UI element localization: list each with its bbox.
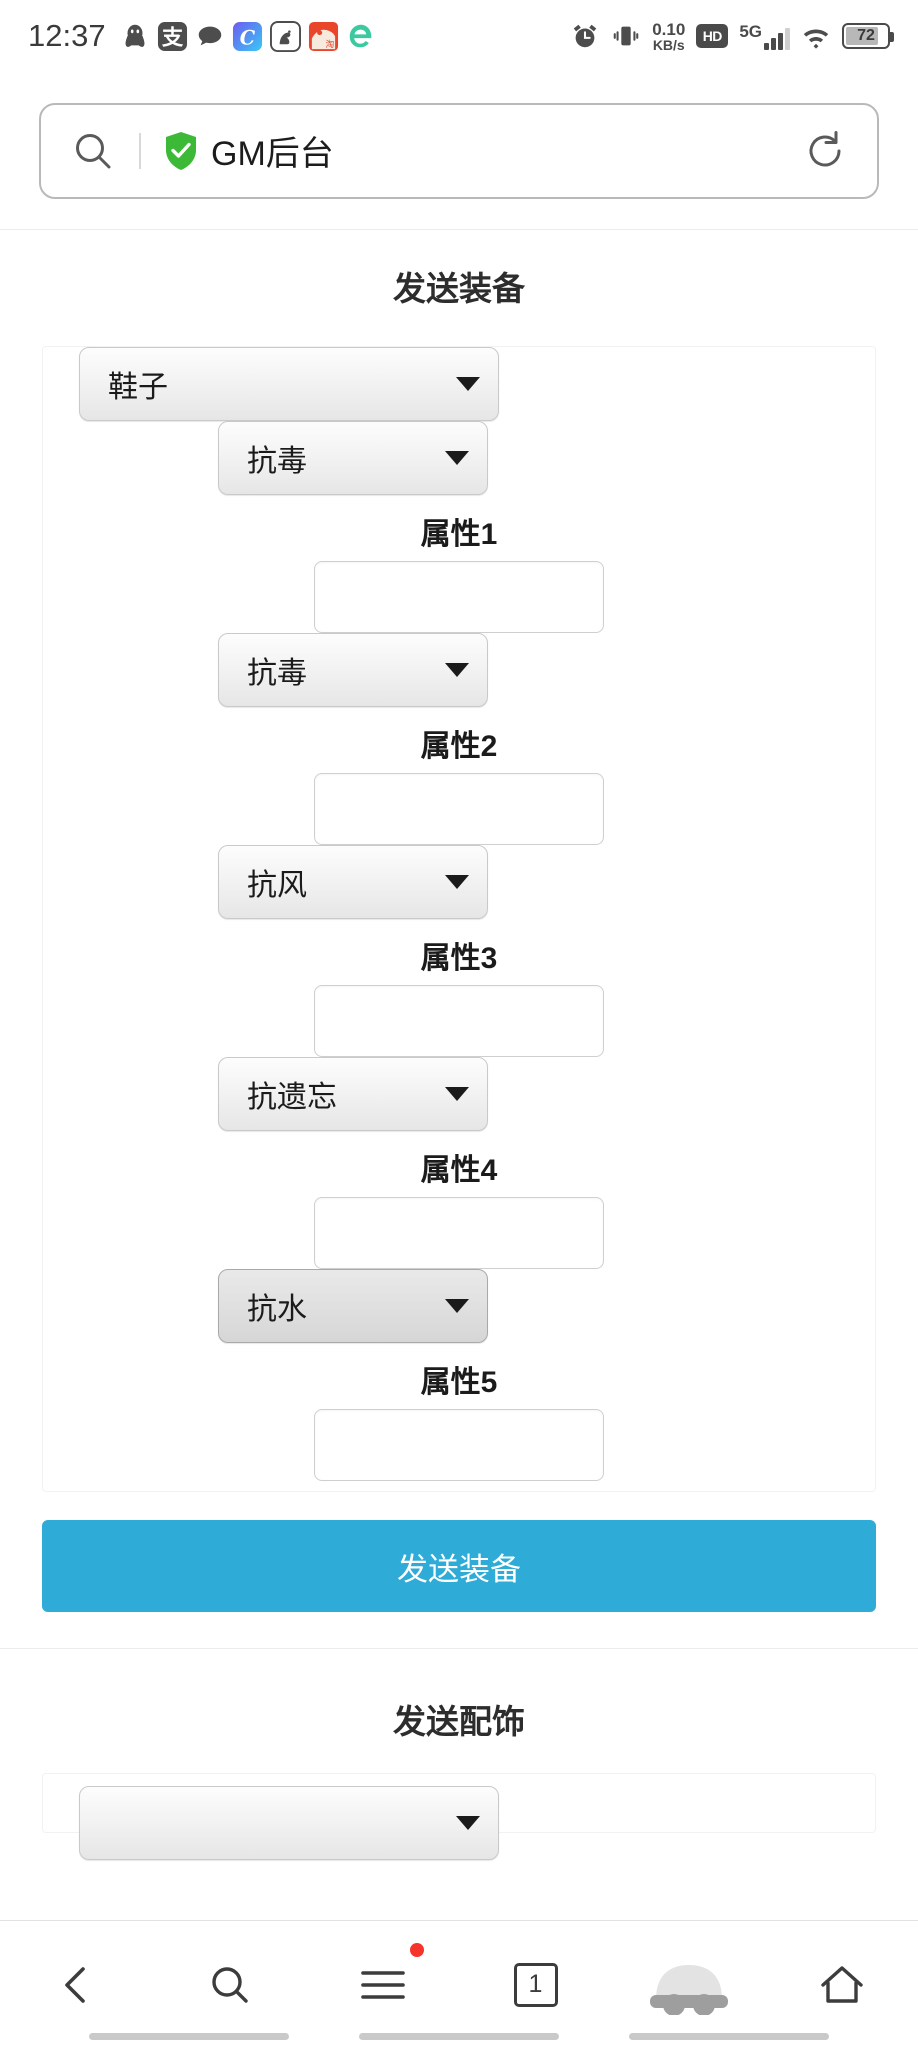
- attribute-select-value-5: 抗水: [247, 1293, 307, 1326]
- tab-count[interactable]: 1: [513, 1962, 558, 2007]
- accessory-type-select[interactable]: [79, 1786, 499, 1860]
- attribute-input-1[interactable]: [314, 561, 604, 633]
- attribute-select-value-2: 抗毒: [247, 657, 307, 690]
- menu-badge-dot: [409, 1943, 424, 1957]
- section-divider: [0, 1648, 918, 1649]
- accessory-form-panel: [42, 1773, 876, 1860]
- attribute-label-3: 属性3: [420, 942, 498, 975]
- equipment-form-panel: 鞋子 抗毒 属性1 抗毒 属性2: [42, 346, 876, 1492]
- vibrate-icon: [613, 26, 639, 46]
- page-content: 发送装备 鞋子 抗毒 属性1 抗毒: [0, 230, 918, 1920]
- equipment-type-value: 鞋子: [108, 371, 168, 404]
- message-bubble-icon: [198, 26, 221, 46]
- shield-check-icon: [166, 131, 196, 170]
- svg-text:淘: 淘: [325, 38, 334, 50]
- attribute-label-2: 属性2: [420, 730, 498, 763]
- back-arrow-icon[interactable]: [54, 1962, 100, 2008]
- attribute-label-4: 属性4: [420, 1154, 498, 1187]
- status-clock: 12:37: [28, 18, 106, 53]
- attribute-input-3[interactable]: [314, 985, 604, 1057]
- chevron-down-icon: [445, 875, 469, 889]
- page-title: GM后台: [211, 135, 334, 173]
- attribute-input-4[interactable]: [314, 1197, 604, 1269]
- browser-toolbar: GM后台: [0, 72, 918, 230]
- app-c-icon: C: [232, 21, 262, 51]
- section-title-accessory: 发送配饰: [393, 1703, 525, 1740]
- edge-browser-icon: [349, 24, 371, 48]
- attribute-input-5[interactable]: [314, 1409, 604, 1481]
- menu-icon[interactable]: [358, 1965, 408, 2005]
- search-icon[interactable]: [207, 1962, 253, 2008]
- signal-label: 5G: [739, 21, 762, 41]
- attribute-select-4[interactable]: 抗遗忘: [218, 1057, 488, 1131]
- section-title-equipment: 发送装备: [393, 270, 525, 307]
- attribute-label-5: 属性5: [420, 1366, 498, 1399]
- toolbar-divider: [139, 132, 141, 169]
- battery-level: 72: [857, 27, 875, 44]
- reload-icon[interactable]: [803, 129, 847, 173]
- attribute-select-5[interactable]: 抗水: [218, 1269, 488, 1343]
- status-bar: 12:37 支 C: [0, 0, 918, 72]
- chevron-down-icon: [445, 663, 469, 677]
- nav-incognito-profile[interactable]: [612, 1921, 765, 2048]
- nav-back-button[interactable]: [0, 1921, 153, 2048]
- attribute-select-value-1: 抗毒: [247, 445, 307, 478]
- status-app-icons: 支 C 淘: [120, 20, 376, 52]
- attribute-select-2[interactable]: 抗毒: [218, 633, 488, 707]
- nav-search-button[interactable]: [153, 1921, 306, 2048]
- equipment-type-select[interactable]: 鞋子: [79, 347, 499, 421]
- uc-browser-icon: [269, 20, 301, 52]
- alarm-clock-icon: [573, 24, 597, 48]
- chevron-down-icon: [445, 1299, 469, 1313]
- network-speed: 0.10 KB/s: [652, 19, 686, 53]
- home-icon[interactable]: [818, 1963, 866, 2007]
- search-icon[interactable]: [71, 129, 115, 173]
- signal-bars: [764, 27, 790, 50]
- hd-badge: HD: [696, 24, 729, 48]
- attribute-row: 抗水 属性5: [43, 1269, 875, 1481]
- home-bar-segment: [89, 2033, 289, 2040]
- signal-indicator: 5G: [739, 23, 790, 50]
- svg-text:C: C: [239, 26, 255, 49]
- home-bar-segment: [629, 2033, 829, 2040]
- attribute-row: 抗风 属性3: [43, 845, 875, 1057]
- incognito-avatar-icon[interactable]: [648, 1955, 730, 2015]
- chevron-down-icon: [456, 1816, 480, 1830]
- taobao-icon: 淘: [308, 21, 338, 51]
- chevron-down-icon: [445, 451, 469, 465]
- nav-home-button[interactable]: [765, 1921, 918, 2048]
- attribute-select-1[interactable]: 抗毒: [218, 421, 488, 495]
- alipay-icon: 支: [157, 21, 187, 51]
- home-bar-segment: [359, 2033, 559, 2040]
- attribute-row: 抗遗忘 属性4: [43, 1057, 875, 1269]
- gesture-home-bar: [0, 2033, 918, 2040]
- equipment-type-row: 鞋子: [43, 347, 875, 421]
- wifi-icon: [803, 29, 829, 49]
- svg-text:支: 支: [161, 25, 183, 50]
- attribute-select-value-4: 抗遗忘: [247, 1081, 337, 1114]
- send-equipment-button[interactable]: 发送装备: [42, 1520, 876, 1612]
- attribute-select-value-3: 抗风: [247, 869, 307, 902]
- attribute-row: 抗毒 属性1: [43, 421, 875, 633]
- nav-menu-button[interactable]: [306, 1921, 459, 2048]
- status-system-icons: 0.10 KB/s HD 5G 72: [570, 19, 894, 53]
- browser-bottom-nav: 1: [0, 1920, 918, 2048]
- chevron-down-icon: [445, 1087, 469, 1101]
- chevron-down-icon: [456, 377, 480, 391]
- qq-icon: [125, 24, 145, 47]
- attribute-select-3[interactable]: 抗风: [218, 845, 488, 919]
- battery-indicator: 72: [842, 23, 894, 49]
- attribute-row: 抗毒 属性2: [43, 633, 875, 845]
- nav-tabs-button[interactable]: 1: [459, 1921, 612, 2048]
- address-search-bar[interactable]: GM后台: [39, 102, 879, 199]
- attribute-input-2[interactable]: [314, 773, 604, 845]
- attribute-label-1: 属性1: [420, 518, 498, 551]
